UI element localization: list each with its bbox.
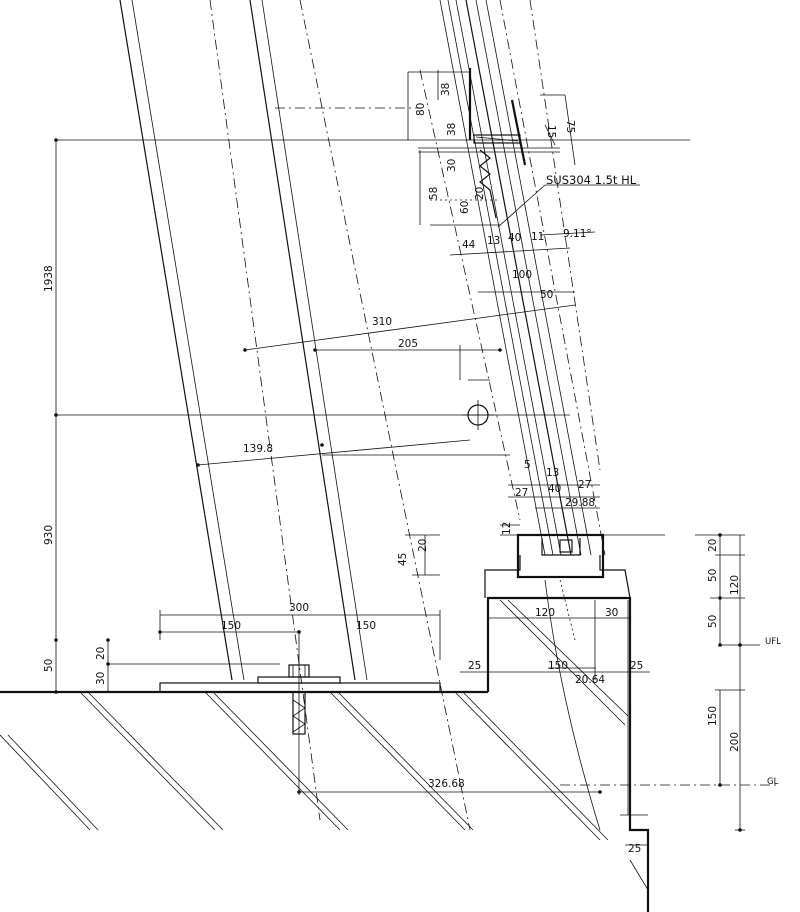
dim-326-68: 326.68	[428, 778, 465, 790]
dim-50-mid: 50	[540, 289, 553, 301]
dim-150-c: 150	[548, 660, 568, 672]
dim-80: 80	[415, 103, 427, 116]
dim-30: 30	[95, 672, 107, 685]
dim-20-mid: 20	[417, 539, 429, 552]
mid-rail-detail	[459, 345, 494, 430]
dim-139-8: 139.8	[243, 443, 273, 455]
dim-38-b: 38	[446, 123, 458, 136]
dim-1938: 1938	[43, 265, 55, 292]
level-gl: GL	[767, 777, 779, 787]
dim-300: 300	[289, 602, 309, 614]
dim-100: 100	[512, 269, 532, 281]
dim-right-50-b: 50	[707, 615, 719, 628]
dim-58: 58	[428, 187, 440, 200]
dim-right-20: 20	[707, 539, 719, 552]
dim-15-top: 15	[545, 125, 557, 138]
dim-right-200: 200	[729, 732, 741, 752]
dim-13-b: 13	[546, 467, 559, 479]
dim-120-a: 120	[535, 607, 555, 619]
left-dimension-chain	[54, 138, 280, 694]
dim-20-top: 20	[474, 187, 486, 200]
dim-25-a: 25	[468, 660, 481, 672]
dim-9-11: 9.11°	[563, 228, 592, 240]
dim-13: 13	[487, 235, 500, 247]
right-dimension-chain	[695, 533, 760, 832]
dim-30-b: 30	[605, 607, 618, 619]
dim-20-left: 20	[95, 647, 107, 660]
callout-material-label: SUS304 1.5t HL	[546, 173, 637, 187]
dim-40-top: 40	[508, 232, 521, 244]
top-bracket-detail	[407, 68, 640, 293]
material-callout: SUS304 1.5t HL	[546, 173, 637, 187]
dim-205: 205	[398, 338, 418, 350]
dim-150-a: 150	[221, 620, 241, 632]
dimension-labels: 1938 930 50 30 20 310 205 139.8 300 150 …	[43, 83, 781, 855]
dim-11: 11	[531, 231, 544, 243]
dim-930: 930	[43, 525, 55, 545]
dim-40-b: 40	[548, 483, 561, 495]
base-plate-anchor	[159, 630, 441, 795]
horizontal-dimensions	[158, 304, 650, 846]
dim-right-50: 50	[707, 569, 719, 582]
floor-slab	[0, 555, 650, 912]
dim-right-150: 150	[707, 706, 719, 726]
dim-25-b: 25	[630, 660, 643, 672]
dim-30-top: 30	[446, 159, 458, 172]
dim-27-b: 27	[578, 479, 591, 491]
dim-45: 45	[397, 553, 409, 566]
dim-5: 5	[524, 459, 531, 471]
dim-50-left: 50	[43, 659, 55, 672]
dim-25-c: 25	[628, 843, 641, 855]
level-ufl: UFL	[765, 637, 781, 647]
bottom-channel-detail	[405, 484, 605, 831]
dim-150-b: 150	[356, 620, 376, 632]
dim-12: 12	[501, 522, 513, 535]
dim-29-88: 29.88	[565, 497, 595, 509]
dim-44: 44	[462, 239, 476, 251]
dim-right-120: 120	[729, 575, 741, 595]
dim-27-a: 27	[515, 487, 528, 499]
dim-20-64: 20.64	[575, 674, 605, 686]
dim-38-a: 38	[440, 83, 452, 96]
dim-75: 75	[564, 120, 576, 133]
dim-60: 60	[459, 201, 471, 214]
dim-310: 310	[372, 316, 392, 328]
